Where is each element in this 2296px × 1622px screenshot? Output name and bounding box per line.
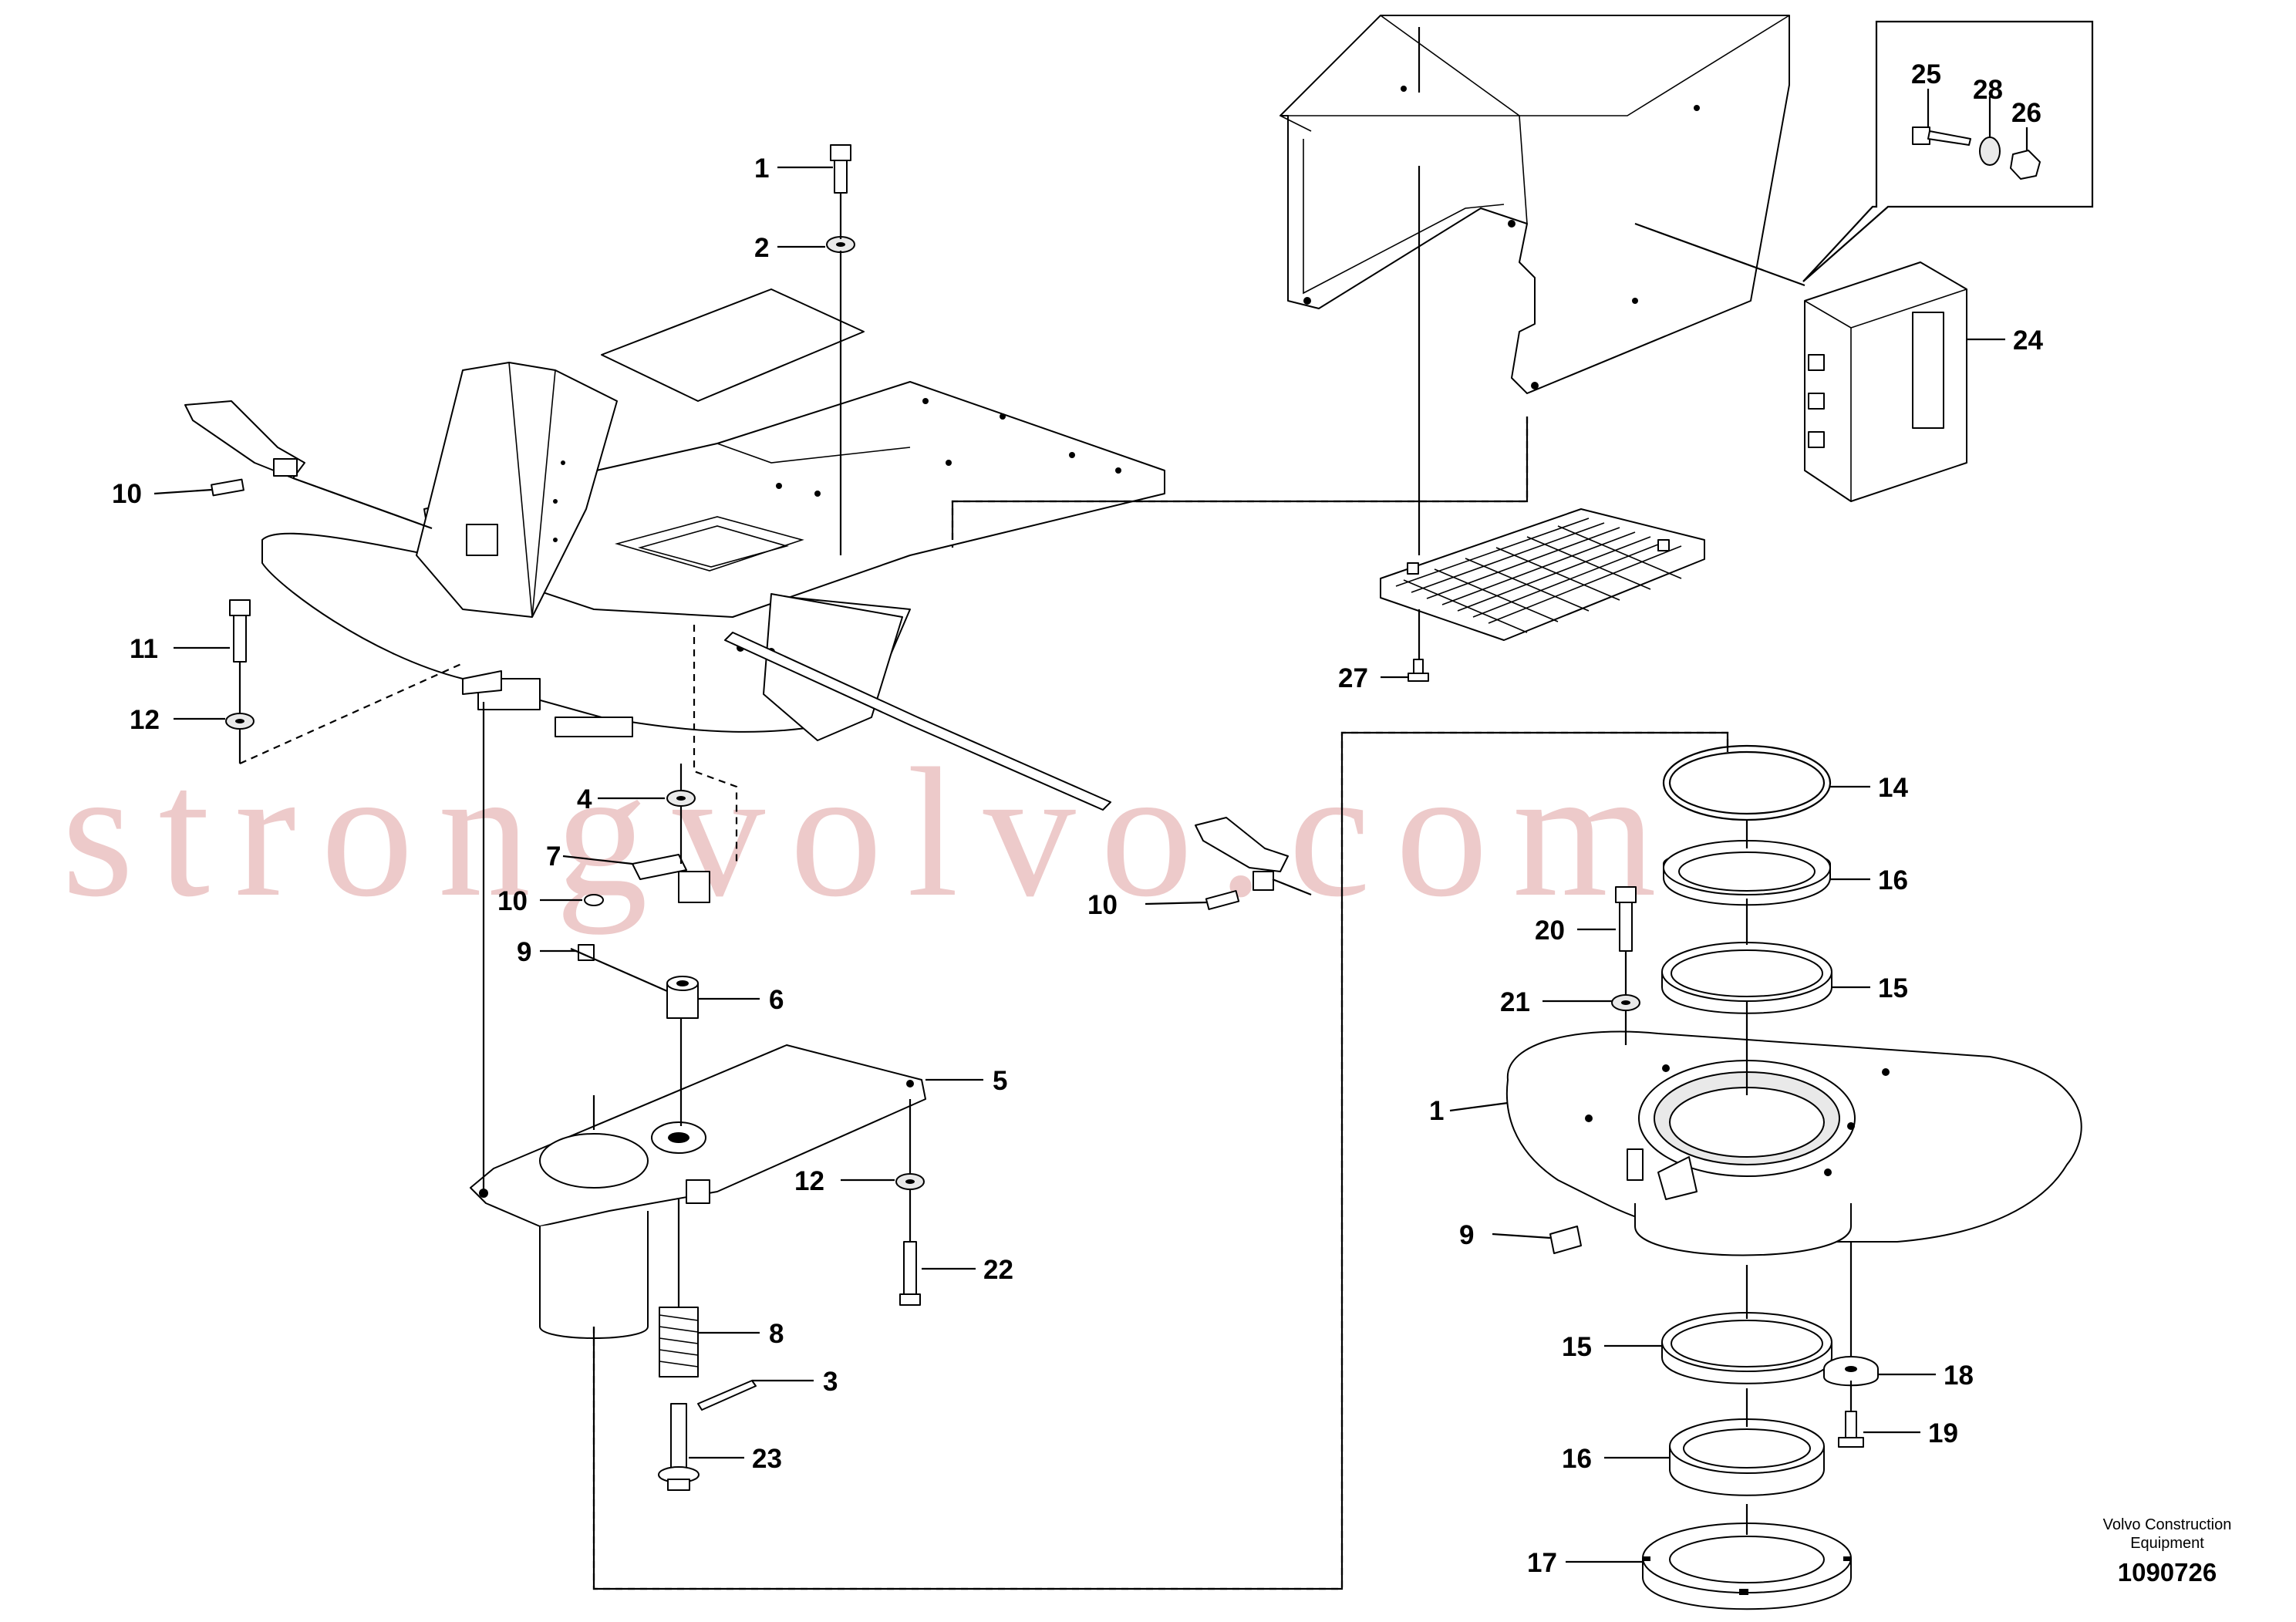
callout-8: 8 <box>769 1319 784 1349</box>
callout-22: 22 <box>983 1255 1013 1285</box>
callout-10-mid: 10 <box>497 886 528 916</box>
bearing-15b <box>1661 1312 1832 1384</box>
pin-23 <box>658 1403 700 1491</box>
pedal-right <box>1195 817 1289 891</box>
control-unit-24 <box>1804 261 1967 502</box>
console-frame <box>261 288 1165 741</box>
pin-10-right <box>1205 890 1240 910</box>
callout-4: 4 <box>577 784 592 814</box>
bolt-20 <box>1615 886 1637 952</box>
dashed-assembly-lines <box>239 416 1729 1590</box>
callout-14: 14 <box>1878 773 1908 803</box>
o-ring-14 <box>1662 744 1832 821</box>
brand-line-1: Volvo Construction <box>2103 1516 2232 1533</box>
spring-8 <box>659 1307 699 1378</box>
pin-10-left <box>211 478 244 497</box>
brand-line-2: Equipment <box>2130 1535 2204 1552</box>
grille-mesh <box>1380 508 1705 641</box>
title-block: Volvo Construction Equipment 1090726 <box>2103 1516 2232 1587</box>
callout-leaders <box>153 89 2028 1563</box>
bearing-15a <box>1661 942 1832 1014</box>
swivel-plate <box>1505 1030 2082 1256</box>
bolt-11 <box>229 599 251 663</box>
callout-10: 10 <box>112 479 142 509</box>
drawing-number: 1090726 <box>2118 1558 2217 1587</box>
screw-19 <box>1838 1411 1864 1448</box>
split-pin-3 <box>697 1380 757 1411</box>
bolt-1 <box>830 144 851 194</box>
washer-18 <box>1823 1356 1879 1387</box>
callout-15: 15 <box>1878 973 1908 1003</box>
callout-16: 16 <box>1878 865 1908 895</box>
callout-6: 6 <box>769 985 784 1015</box>
callout-12: 12 <box>130 705 160 735</box>
lock-nut-17 <box>1642 1523 1852 1610</box>
watermark-text: strongvolvo.com <box>62 730 1681 935</box>
cover-housing <box>1279 15 1790 394</box>
bracket-plate-5 <box>470 1044 926 1339</box>
latch-pin-7 <box>632 854 710 903</box>
grease-nipple-9b <box>1549 1226 1582 1254</box>
callout-28: 28 <box>1973 75 2003 105</box>
callout-15-lower: 15 <box>1562 1332 1592 1362</box>
callout-7: 7 <box>546 841 561 872</box>
callout-21: 21 <box>1500 987 1530 1017</box>
bolt-22 <box>899 1241 921 1306</box>
callout-27: 27 <box>1338 663 1368 693</box>
bushing-6 <box>666 976 699 1019</box>
callout-26: 26 <box>2011 98 2041 128</box>
callout-3: 3 <box>823 1367 838 1397</box>
callout-10-right: 10 <box>1087 890 1118 920</box>
callout-17: 17 <box>1527 1548 1557 1578</box>
callout-9-right: 9 <box>1459 1220 1474 1250</box>
callout-5: 5 <box>993 1066 1007 1096</box>
seal-16b <box>1669 1418 1825 1496</box>
linkage-rod <box>724 632 1111 811</box>
callout-20: 20 <box>1535 916 1565 946</box>
callout-25: 25 <box>1911 59 1941 89</box>
callout-12-right: 12 <box>794 1166 824 1196</box>
callout-11: 11 <box>130 634 158 664</box>
callout-24: 24 <box>2013 325 2043 356</box>
callout-1: 1 <box>754 153 769 184</box>
detail-callout-box <box>1802 20 2094 282</box>
callout-18: 18 <box>1944 1361 1974 1391</box>
pin-10-mid <box>584 894 604 906</box>
callout-2: 2 <box>754 233 769 263</box>
callout-9: 9 <box>517 937 531 967</box>
pedal-left <box>184 400 305 479</box>
callout-1-right: 1 <box>1429 1096 1444 1126</box>
callout-16-lower: 16 <box>1562 1444 1592 1474</box>
callout-23: 23 <box>752 1444 782 1474</box>
seal-16a <box>1663 840 1831 906</box>
callout-labels: 1 2 10 11 12 4 7 10 9 6 5 12 22 8 3 23 1… <box>112 59 2043 1578</box>
screw-27 <box>1408 659 1429 682</box>
callout-19: 19 <box>1928 1418 1958 1448</box>
